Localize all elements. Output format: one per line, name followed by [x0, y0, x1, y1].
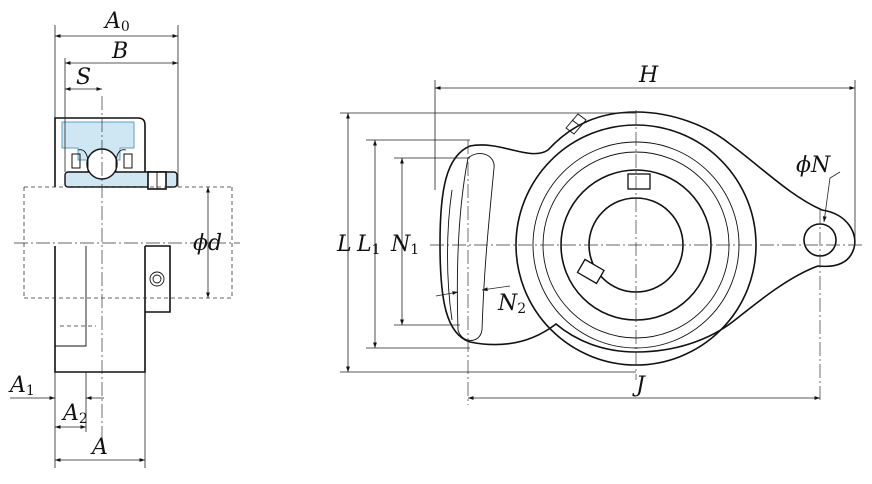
side-view: A0 B S ϕd A1 A2 A: [8, 9, 240, 468]
seal-right: [115, 149, 127, 172]
housing-boss: [145, 245, 171, 313]
label-a: A: [90, 435, 108, 460]
label-j: J: [632, 373, 646, 398]
bearing-outer-ring: [61, 121, 135, 161]
seal-lip-right: [123, 153, 133, 169]
adjust-slot: [456, 153, 495, 341]
label-n2: N2: [497, 291, 526, 317]
label-h: H: [638, 63, 659, 88]
grease-nipple-inner: [152, 274, 162, 284]
dim-n2-left: [435, 291, 459, 297]
front-view: H L L1 N1 N2 J ϕN: [336, 63, 862, 405]
label-s: S: [76, 65, 91, 90]
seal-left: [77, 149, 89, 172]
dim-n2-right: [481, 285, 511, 292]
seal-lip-left: [71, 153, 81, 169]
grease-fitting: [565, 113, 587, 135]
set-screw-side: [576, 258, 605, 285]
label-a1: A1: [8, 373, 35, 399]
label-l: L: [336, 232, 352, 257]
label-a0: A0: [103, 9, 130, 35]
housing-lower: [54, 246, 146, 373]
housing-upper: [54, 117, 146, 187]
label-phi-n: ϕN: [796, 153, 831, 178]
flange-outline: [439, 111, 856, 353]
housing-step: [55, 246, 87, 347]
label-l1: L1: [356, 232, 381, 258]
grease-fitting-line: [571, 119, 581, 127]
set-screw-top: [627, 173, 651, 190]
label-a2: A2: [61, 401, 88, 427]
label-phi-d: ϕd: [193, 231, 222, 256]
leader-phi-n: [822, 171, 841, 223]
slot-inner-edge: [447, 189, 453, 321]
label-b: B: [111, 39, 128, 64]
label-n1: N1: [390, 232, 419, 258]
grease-nipple-outer: [149, 271, 165, 287]
